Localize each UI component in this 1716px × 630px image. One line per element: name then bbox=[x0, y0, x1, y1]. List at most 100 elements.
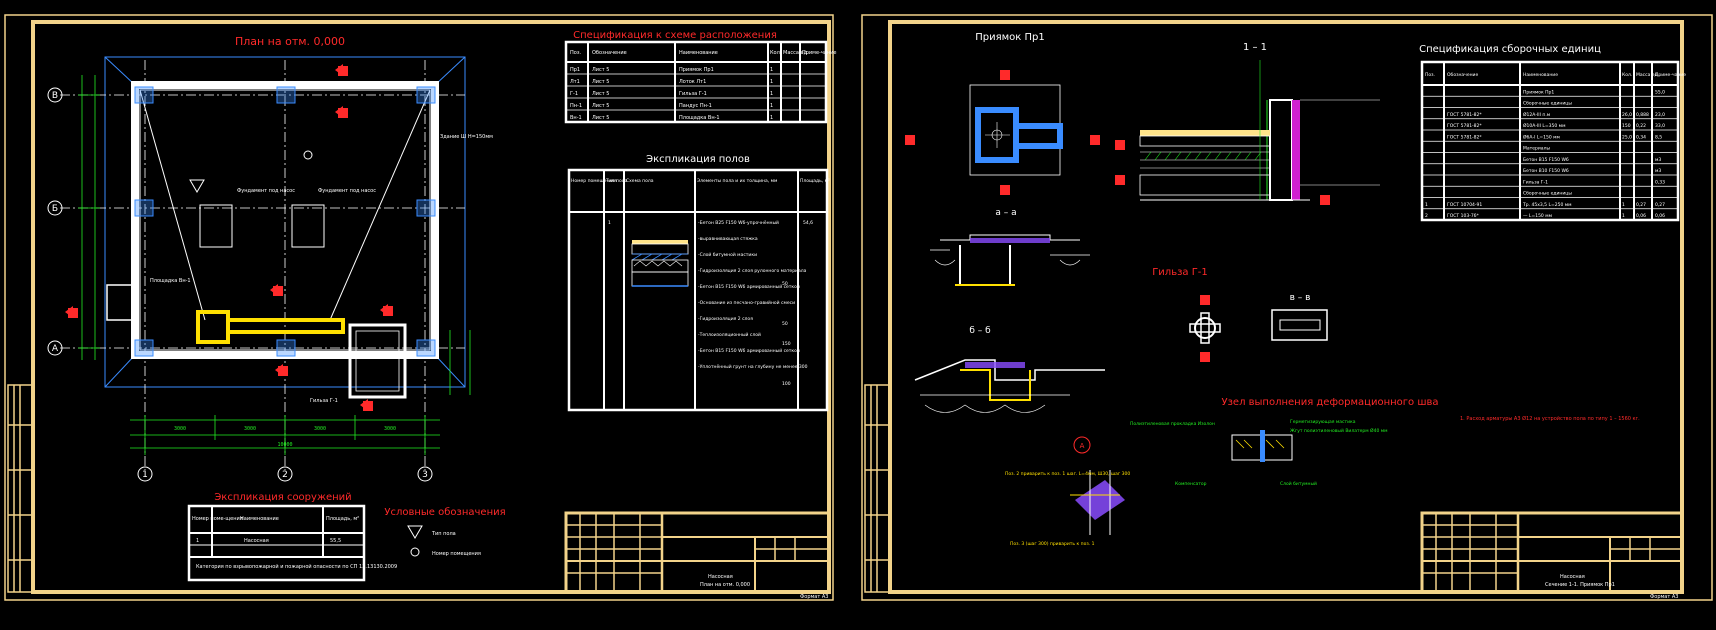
axis-bubbles-rows bbox=[47, 87, 433, 482]
spec-cell: Лист 5 bbox=[592, 103, 609, 109]
plan-dimensions bbox=[78, 75, 471, 455]
structures-cell: 1 bbox=[196, 538, 199, 544]
spec2-cell: 26,0 bbox=[1622, 112, 1632, 118]
spec2-cell: 33,0 bbox=[1655, 123, 1665, 129]
structures-header-cell: Номер поме-щения bbox=[192, 516, 243, 522]
dim-text: 3000 bbox=[384, 426, 396, 432]
floors-element-line: -Бетон В15 F150 W6 армированный сеткой bbox=[698, 347, 800, 354]
structures-header-cell: Площадь, м² bbox=[326, 516, 359, 522]
axis-label-col-1: 1 bbox=[142, 470, 148, 480]
format-1: Формат А3 bbox=[800, 594, 828, 600]
sheet2-note: 1. Расход арматуры A3 Ø12 на устройство … bbox=[1460, 415, 1640, 422]
spec2-header-cell: Кол. bbox=[1622, 72, 1632, 78]
section-vv bbox=[1271, 309, 1328, 341]
spec2-cell: 1 bbox=[1622, 213, 1625, 219]
floors-element-line: -Гидроизоляция 2 слоя bbox=[698, 316, 753, 322]
spec2-cell: 8,5 bbox=[1655, 134, 1662, 140]
dim-text: 10000 bbox=[277, 442, 292, 448]
spec2-header-cell: Приме-чание bbox=[1655, 72, 1686, 78]
sheet-2: Приямок Пр1 а – а б – б bbox=[861, 14, 1713, 601]
dim-text: 3000 bbox=[244, 426, 256, 432]
plan-slope-lines bbox=[139, 89, 431, 321]
axis-label-row-v: В bbox=[52, 91, 58, 101]
spec-cell: Площадка Вн-1 bbox=[679, 115, 720, 121]
floor-type-marker bbox=[189, 179, 205, 193]
spec-header-cell: Масса ед. bbox=[783, 50, 809, 56]
spec2-cell: м3 bbox=[1655, 168, 1661, 174]
title-block-2 bbox=[1420, 511, 1684, 594]
sheet-1: План на отм. 0,000 bbox=[4, 14, 836, 601]
sleeve-callout: Гильза Г-1 bbox=[310, 398, 338, 404]
section-bb bbox=[914, 359, 1105, 413]
joint-note-5: Слой битумный bbox=[1280, 480, 1317, 487]
floors-elements-cell: -Бетон В25 F150 W6-упрочнённый-выравнива… bbox=[698, 219, 808, 370]
stamp-1-line1: Насосная bbox=[708, 574, 733, 580]
spec2-cell: ГОСТ 5781-82* bbox=[1447, 123, 1482, 129]
pit-section-markers bbox=[905, 70, 1100, 195]
structures-header-cell: Наименование bbox=[240, 516, 279, 522]
stamp-2-line2: Сечение 1-1. Приямок Пр1 bbox=[1545, 582, 1615, 588]
spec-cell: Приямок Пр1 bbox=[679, 67, 714, 73]
left-binding-strip bbox=[7, 384, 34, 593]
spec2-cell: ГОСТ 5781-82* bbox=[1447, 112, 1482, 118]
pit-title: Приямок Пр1 bbox=[975, 32, 1045, 43]
ramp-inner bbox=[355, 330, 400, 392]
spec-cell: Пандус Пн-1 bbox=[679, 103, 712, 109]
axis-lines bbox=[60, 60, 465, 470]
wall-note: Здание Ш Н=150мм bbox=[440, 134, 493, 140]
plan-title: План на отм. 0,000 bbox=[235, 35, 345, 48]
foundation-tag-2: Фундамент под насос bbox=[318, 188, 376, 194]
stamp-1-line2: План на отм. 0,000 bbox=[700, 582, 750, 588]
rebar-note-1: Поз. 2 приварить к поз. 1 шаг. L=4мм, Ш3… bbox=[1005, 471, 1130, 477]
spec2-cell: м3 bbox=[1655, 157, 1661, 163]
spec2-header-cell: Масса ед. bbox=[1636, 72, 1659, 78]
format-2: Формат А3 bbox=[1650, 594, 1678, 600]
spec2-cell: ГОСТ 10704-91 bbox=[1447, 202, 1482, 208]
spec-cell: 1 bbox=[770, 91, 773, 97]
floors-area-cell: 54,6 bbox=[803, 220, 813, 226]
axis-label-row-a: А bbox=[52, 344, 59, 354]
spec2-cell: Ø10А-III L=350 мм bbox=[1523, 122, 1565, 129]
floors-element-line: -выравнивающая стяжка bbox=[698, 237, 758, 242]
sleeve-plan bbox=[1189, 312, 1221, 344]
legend-title: Условные обозначения bbox=[384, 507, 505, 518]
structures-note: Категория по взрывопожарной и пожарной о… bbox=[196, 563, 397, 570]
joint-note-1: Полиэтиленовая прокладка Изолон bbox=[1130, 421, 1215, 427]
spec2-cell: 150 bbox=[1622, 123, 1631, 129]
node-a-label: А bbox=[1080, 442, 1085, 450]
title-block-1 bbox=[564, 511, 831, 594]
spec2-cell: Бетон В15 F150 W6 bbox=[1523, 157, 1569, 163]
floors-element-line: -Теплоизоляционный слой bbox=[698, 331, 761, 338]
spec-header-cell: Поз. bbox=[570, 50, 581, 56]
floors-thickness-cell: 50 bbox=[782, 321, 788, 327]
node-a-detail bbox=[1070, 470, 1125, 535]
legend-item-room: Номер помещения bbox=[432, 551, 481, 557]
spec-cell: Лоток Лт1 bbox=[679, 79, 706, 85]
spec2-cell: 25,0 bbox=[1622, 134, 1632, 140]
spec2-cell: 2 bbox=[1425, 213, 1428, 219]
spec-cell: Лт1 bbox=[570, 79, 580, 85]
spec-header-cell: Приме-чание bbox=[802, 50, 836, 56]
spec2-title: Спецификация сборочных единиц bbox=[1419, 44, 1601, 55]
platform-vn1 bbox=[106, 284, 138, 321]
floors-element-line: -Слой битумной мастики bbox=[698, 251, 757, 258]
floors-header-cell: Тип пола bbox=[605, 178, 628, 184]
spec-header-cell: Кол. bbox=[770, 50, 782, 56]
floors-title: Экспликация полов bbox=[646, 154, 750, 165]
spec-cell: 1 bbox=[770, 79, 773, 85]
spec-title: Спецификация к схеме расположения bbox=[573, 30, 777, 41]
section-markers bbox=[65, 64, 393, 411]
spec2-cell: Ø12А-III п.м bbox=[1523, 111, 1550, 118]
ramp-pn1 bbox=[348, 323, 407, 399]
pit-plan bbox=[969, 84, 1063, 176]
section-1-1 bbox=[1139, 60, 1380, 201]
floors-element-line: -Гидроизоляция 2 слоя рулонного материал… bbox=[698, 268, 807, 274]
spec-cell: 1 bbox=[770, 103, 773, 109]
pump-foundations bbox=[199, 204, 325, 248]
spec2-cell: 0,22 bbox=[1636, 123, 1646, 129]
spec2-cell: Приямок Пр1 bbox=[1523, 89, 1554, 95]
floors-header-cell: Схема пола bbox=[626, 178, 654, 184]
spec2-cell: 0,27 bbox=[1636, 202, 1646, 208]
spec2-cell: Тр. 45х3,5 L=250 мм bbox=[1522, 202, 1572, 208]
spec2-header-cell: Обозначение bbox=[1447, 72, 1478, 78]
